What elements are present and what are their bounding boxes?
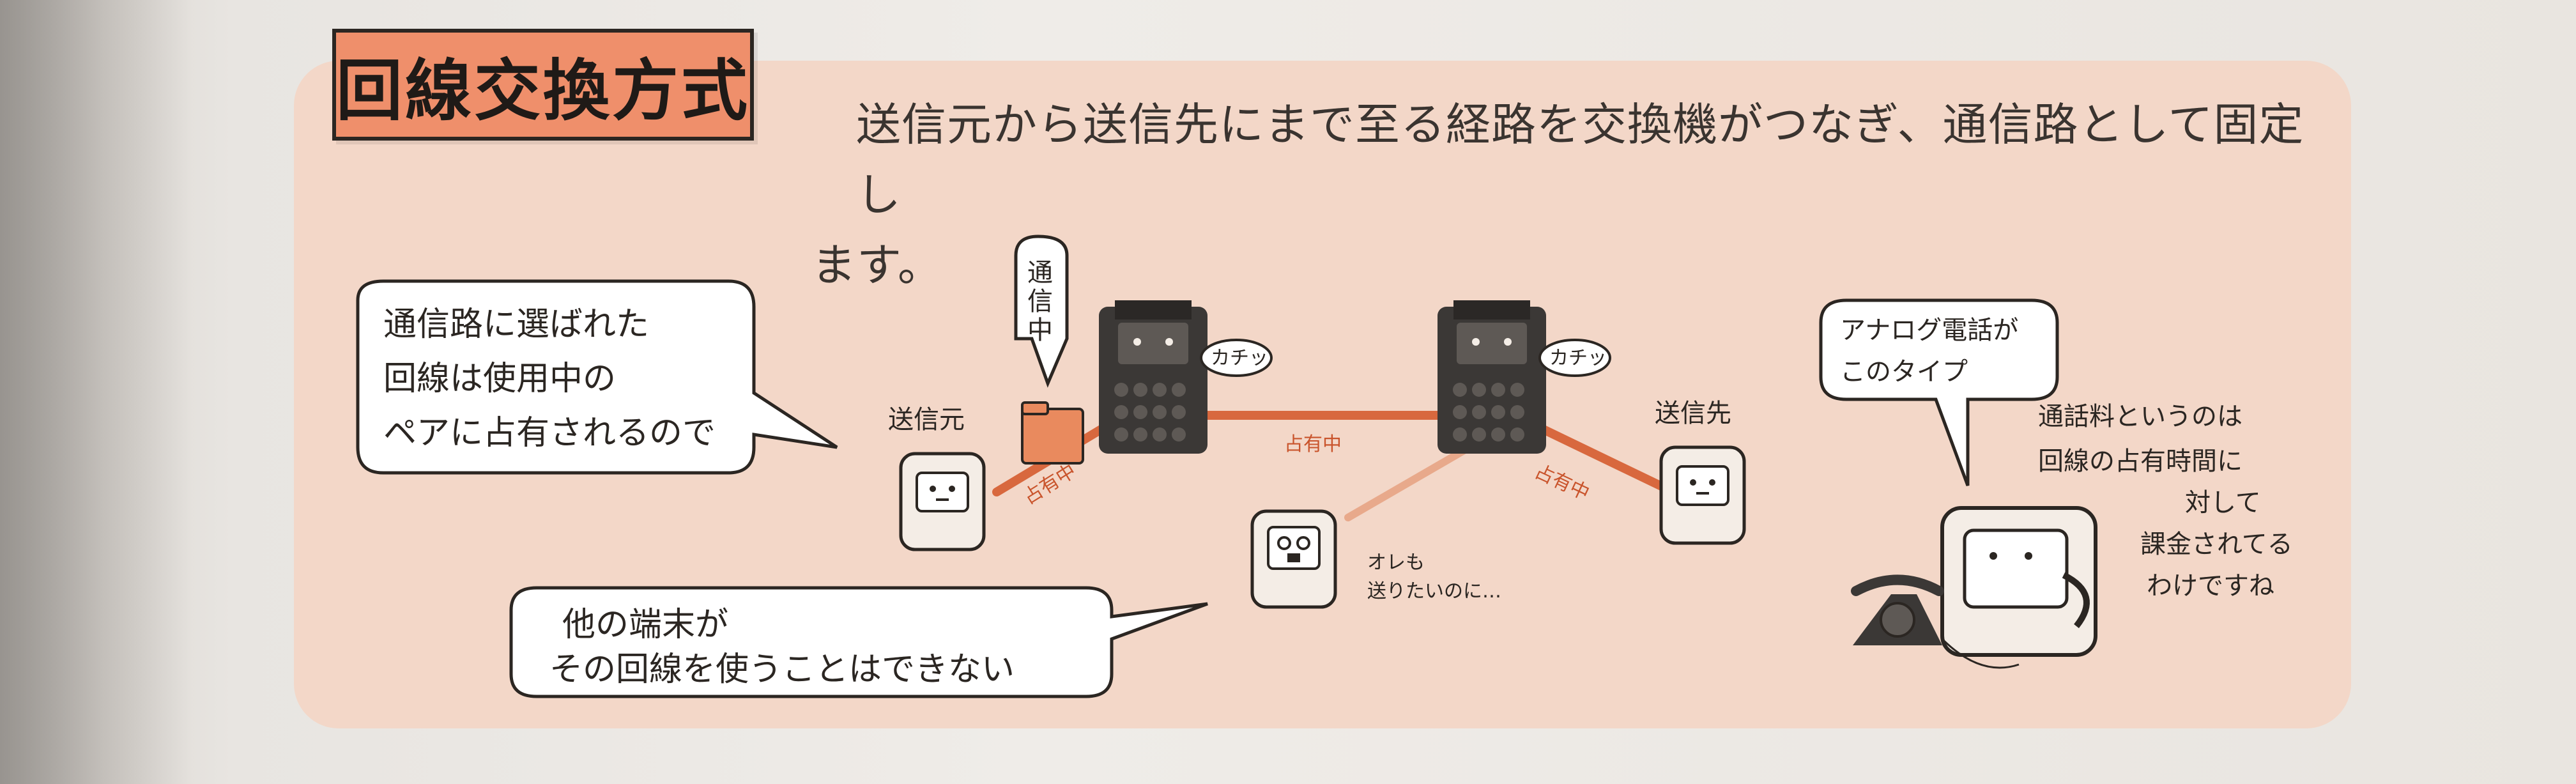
bubble-left-line-3: ペアに占有されるので (383, 414, 716, 452)
intro-line-1: 送信元から送信先にまで至る経路を交換機がつなぎ、通信路として固定し (856, 98, 2304, 221)
switch-machine-2: カチッ (1438, 300, 1611, 454)
bubble-right-line-2: このタイプ (1840, 357, 1968, 387)
bubble-right-line-1: アナログ電話が (1840, 316, 2018, 345)
speech-bubble-bottom: 他の端末が その回線を使うことはできない (509, 586, 1208, 698)
other-terminal: オレも 送りたいのに… (1250, 509, 1501, 609)
other-terminal-line-2: 送りたいのに… (1367, 580, 1501, 603)
phone-note-line-5: わけですね (2147, 571, 2274, 601)
sender-label: 送信元 (888, 405, 965, 434)
receiver-label: 送信先 (1655, 399, 1731, 428)
intro-line-2: ます。 (811, 239, 943, 291)
phone-note-line-3: 対して (2185, 488, 2261, 518)
busy-tag-char-2: 信 (1027, 287, 1053, 316)
route-other-terminal (1344, 443, 1473, 521)
bubble-left-line-2: 回線は使用中の (383, 360, 616, 398)
speech-bubble-right: アナログ電話が このタイプ (1819, 298, 2059, 486)
switch-machine-1: カチッ (1099, 300, 1273, 454)
speech-bubble-left: 通信路に選ばれた 回線は使用中の ペアに占有されるので (356, 279, 838, 475)
occupied-label-2: 占有中 (1284, 433, 1342, 456)
phone-note: 通話料というのは 回線の占有時間に 対して 課金されてる わけですね (2038, 402, 2293, 601)
receiver-terminal: 送信先 (1655, 399, 1746, 545)
section-title: 回線交換方式 (336, 52, 751, 130)
analog-phone-terminal (1940, 506, 2097, 657)
phone-note-line-1: 通話料というのは (2038, 402, 2242, 431)
switch-1-sound: カチッ (1211, 347, 1268, 369)
other-terminal-line-1: オレも (1367, 551, 1425, 574)
section-title-box: 回線交換方式 (332, 29, 754, 141)
sender-terminal: 送信元 (888, 405, 986, 551)
rotary-phone-icon (1851, 574, 2020, 669)
busy-tag-char-1: 通 (1027, 258, 1053, 288)
phone-note-line-2: 回線の占有時間に (2038, 447, 2242, 476)
busy-tag: 通 信 中 (1014, 234, 1069, 388)
bubble-bottom-line-1: 他の端末が (562, 606, 728, 644)
busy-tag-char-3: 中 (1027, 316, 1053, 345)
phone-note-line-4: 課金されてる (2140, 530, 2293, 559)
occupied-label-1: 占有中 (1020, 459, 1080, 509)
intro-paragraph: 送信元から送信先にまで至る経路を交換機がつなぎ、通信路として固定し ます。 (811, 89, 2306, 300)
page-binding-shadow (0, 0, 192, 784)
bubble-bottom-line-2: その回線を使うことはできない (549, 650, 1015, 689)
occupied-label-3: 占有中 (1531, 461, 1593, 505)
bubble-left-line-1: 通信路に選ばれた (383, 305, 649, 344)
switch-2-sound: カチッ (1549, 347, 1607, 369)
document-folder-icon (1021, 401, 1084, 465)
